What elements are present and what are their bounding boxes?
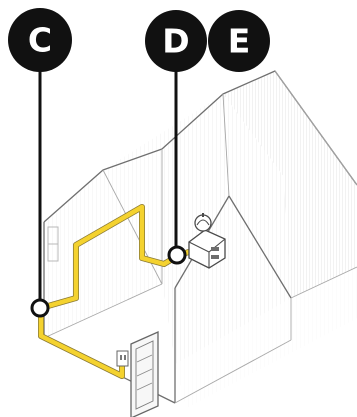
- callout-c-label: C: [28, 21, 52, 60]
- callout-e-label: E: [228, 22, 251, 61]
- callout-d-label: D: [162, 22, 189, 61]
- wall-outlet-icon: [117, 351, 128, 366]
- callout-c: C: [8, 8, 72, 72]
- callout-e: E: [208, 10, 270, 72]
- callout-d: D: [145, 10, 207, 72]
- front-door-icon: [131, 332, 158, 417]
